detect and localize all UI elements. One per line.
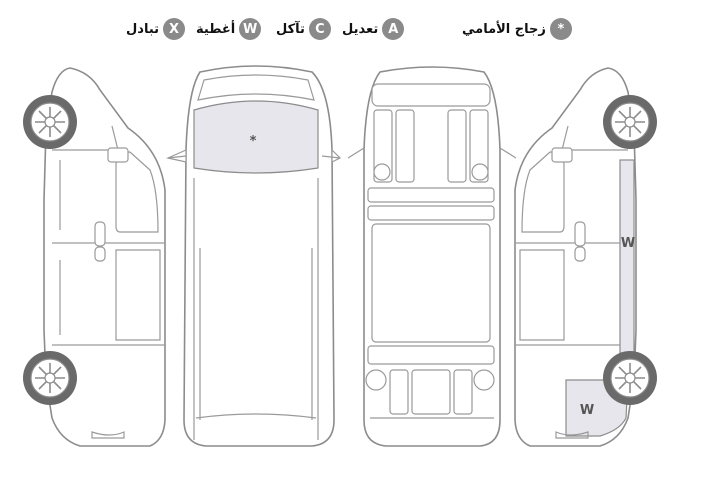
left-rear-wheel[interactable] (23, 351, 77, 405)
legend: * زجاج الأمامي A تعديل C تآكل W أغطية X … (0, 12, 717, 44)
legend-item-covers: W أغطية (196, 16, 262, 42)
legend-symbol-modification: A (382, 18, 405, 40)
legend-item-modification: A تعديل (342, 16, 405, 42)
legend-label-modification: تعديل (342, 21, 379, 37)
van-top-view[interactable]: * (166, 65, 342, 447)
left-front-wheel[interactable] (23, 95, 77, 149)
right-pillar-mark: W (621, 236, 635, 251)
legend-item-replacement: X تبادل (126, 16, 186, 42)
legend-symbol-replacement: X (163, 18, 186, 40)
legend-label-covers: أغطية (196, 21, 236, 37)
right-pillar-area (619, 159, 635, 371)
legend-item-windshield: * زجاج الأمامي (462, 16, 572, 42)
right-mirror (331, 148, 342, 163)
legend-symbol-covers: W (239, 18, 262, 40)
legend-label-replacement: تبادل (126, 21, 160, 37)
van-left-side-view[interactable] (23, 67, 166, 447)
right-front-wheel[interactable] (603, 95, 657, 149)
legend-label-windshield: زجاج الأمامي (462, 21, 546, 37)
legend-label-corrosion: تآكل (276, 21, 305, 37)
van-right-side-view[interactable]: W W (514, 67, 657, 447)
legend-symbol-corrosion: C (308, 18, 331, 40)
van-bottom-view[interactable] (347, 66, 517, 447)
legend-item-corrosion: C تآكل (276, 16, 331, 42)
legend-symbol-windshield: * (549, 18, 572, 40)
windshield-area (193, 100, 319, 174)
right-rear-wheel[interactable] (603, 351, 657, 405)
right-rear-mark: W (580, 403, 594, 418)
windshield-mark: * (250, 134, 257, 149)
